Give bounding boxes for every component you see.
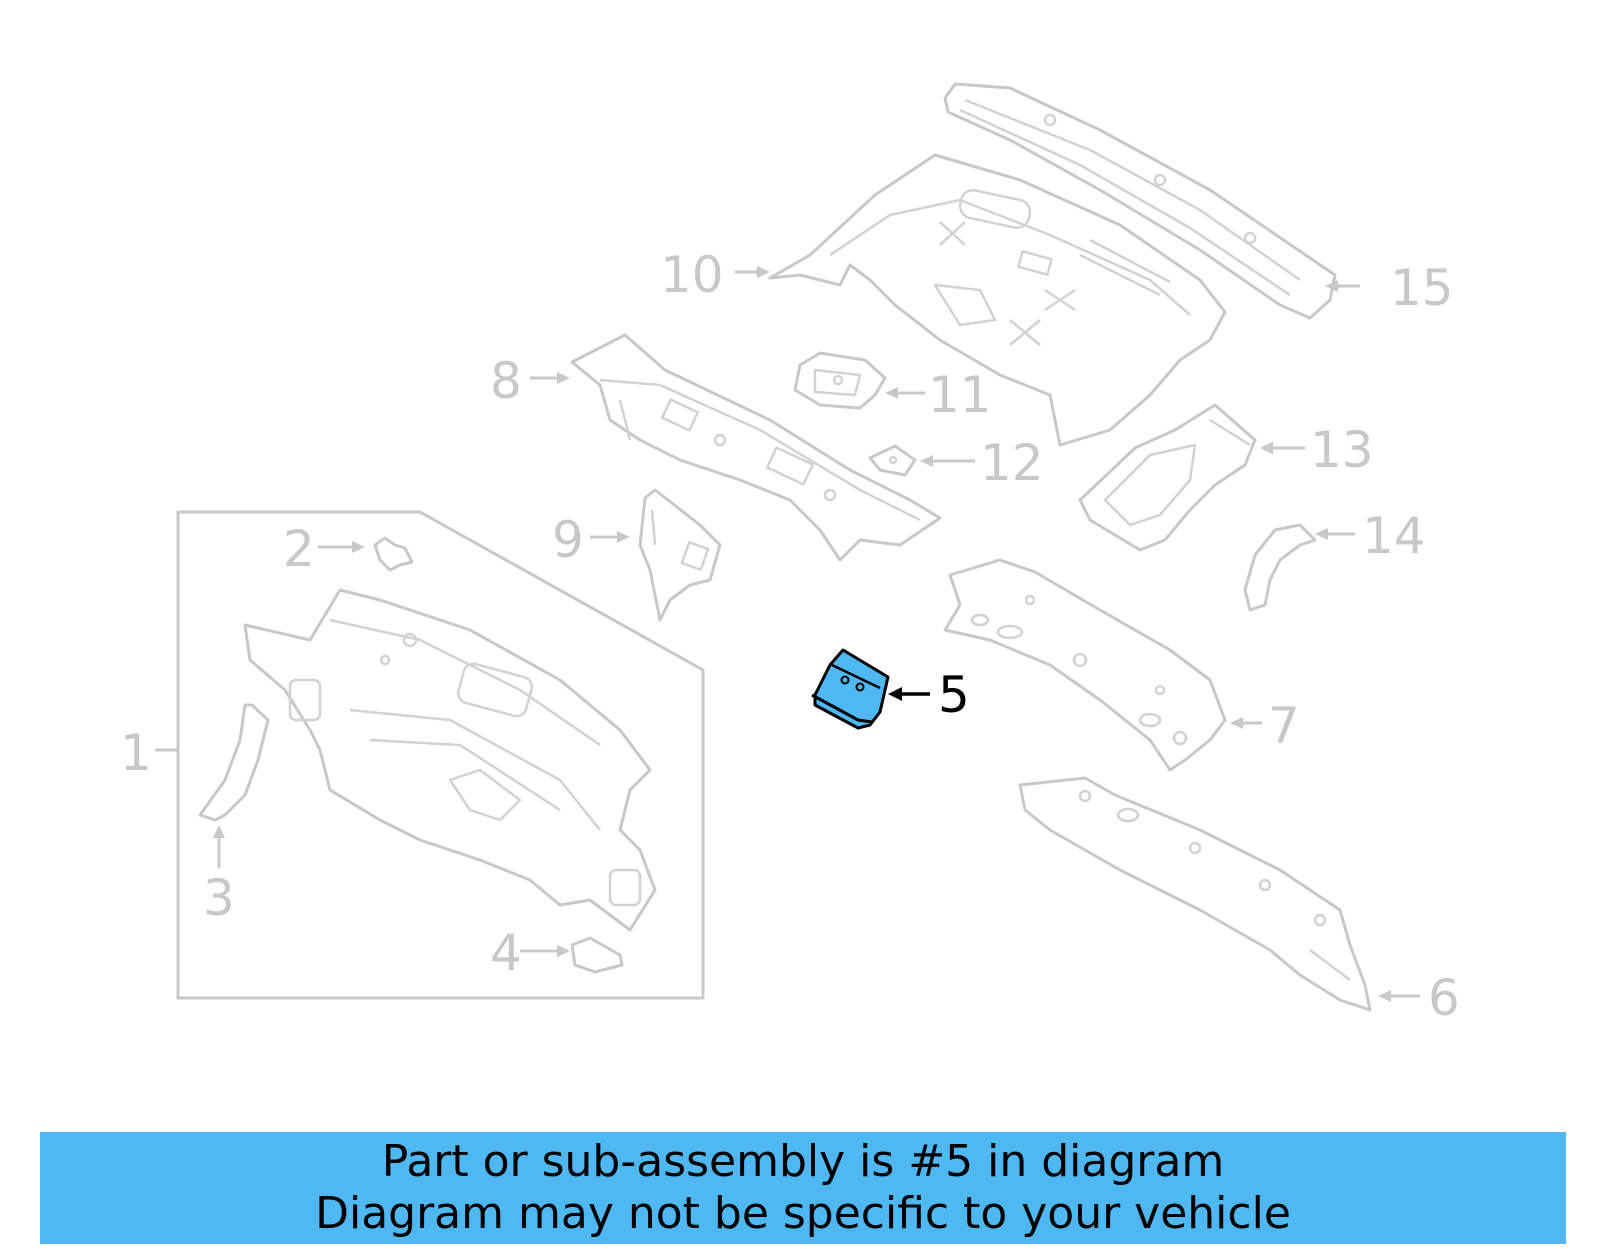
callout-12[interactable]: 12 (980, 434, 1044, 492)
part-15-drawing (943, 82, 1337, 320)
part-9-drawing (638, 488, 722, 622)
part-5-drawing (811, 648, 890, 730)
part-4-drawing (570, 936, 624, 974)
callout-9[interactable]: 9 (552, 511, 584, 569)
part-14-drawing (1243, 523, 1317, 612)
part-11-drawing (793, 351, 887, 410)
part-3-drawing (198, 703, 270, 822)
part-6-drawing (1018, 776, 1372, 1012)
assembly-box (176, 510, 705, 1000)
callout-6[interactable]: 6 (1428, 969, 1460, 1027)
callout-4[interactable]: 4 (490, 924, 522, 982)
part-13-drawing (1078, 403, 1257, 552)
banner-line-part: Part or sub-assembly is #5 in diagram (381, 1136, 1225, 1187)
callout-5[interactable]: 5 (938, 666, 970, 724)
callout-1[interactable]: 1 (120, 724, 152, 782)
callout-arrows (155, 266, 1420, 1002)
part-10-drawing (768, 153, 1227, 447)
callout-14[interactable]: 14 (1362, 507, 1426, 565)
part-1-drawing (243, 588, 657, 932)
callout-10[interactable]: 10 (660, 246, 724, 304)
callout-labels: 10 15 8 11 12 13 14 9 2 5 7 1 3 4 6 (120, 246, 1460, 1027)
part-7-drawing (943, 558, 1227, 772)
callout-15[interactable]: 15 (1390, 259, 1454, 317)
callout-3[interactable]: 3 (203, 869, 235, 927)
part-8-drawing (570, 333, 942, 562)
callout-11[interactable]: 11 (928, 366, 992, 424)
part-12-drawing (868, 444, 917, 477)
callout-7[interactable]: 7 (1268, 697, 1300, 755)
banner-line-disclaimer: Diagram may not be specific to your vehi… (315, 1188, 1291, 1239)
callout-8[interactable]: 8 (490, 352, 522, 410)
part-2-drawing (373, 536, 414, 572)
info-banner: Part or sub-assembly is #5 in diagram Di… (40, 1132, 1566, 1244)
callout-2[interactable]: 2 (283, 520, 315, 578)
callout-13[interactable]: 13 (1310, 421, 1374, 479)
